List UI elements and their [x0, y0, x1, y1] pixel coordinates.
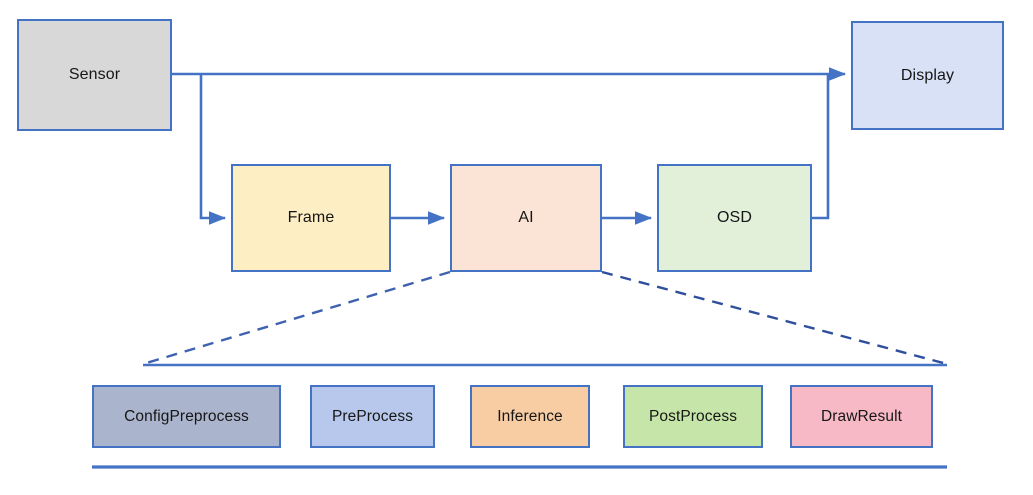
- node-frame-label: Frame: [287, 209, 335, 227]
- connector-ai-expand-right: [601, 270, 948, 366]
- stage-inference-label: Inference: [497, 407, 563, 425]
- stage-postprocess[interactable]: PostProcess: [623, 385, 763, 448]
- stage-inference[interactable]: Inference: [470, 385, 590, 448]
- stage-postprocess-label: PostProcess: [648, 407, 738, 425]
- node-osd-label: OSD: [717, 209, 752, 227]
- connector-osd-to-display: [812, 74, 830, 220]
- node-ai-label: AI: [518, 209, 534, 227]
- node-ai[interactable]: AI: [450, 164, 602, 272]
- connector-ai-expand-left: [142, 270, 451, 366]
- stage-config-preprocess-label: ConfigPreprocess: [124, 407, 249, 425]
- node-osd[interactable]: OSD: [657, 164, 812, 272]
- stage-drawresult-label: DrawResult: [820, 407, 903, 425]
- node-frame[interactable]: Frame: [231, 164, 391, 272]
- stage-drawresult[interactable]: DrawResult: [790, 385, 933, 448]
- stage-preprocess-label: PreProcess: [331, 407, 414, 425]
- node-display[interactable]: Display: [851, 21, 1004, 130]
- connector-sensor-to-frame: [199, 75, 227, 225]
- stage-preprocess[interactable]: PreProcess: [310, 385, 435, 448]
- stage-config-preprocess[interactable]: ConfigPreprocess: [92, 385, 281, 448]
- node-sensor-label: Sensor: [68, 66, 121, 84]
- node-sensor[interactable]: Sensor: [17, 19, 172, 131]
- node-display-label: Display: [900, 66, 955, 84]
